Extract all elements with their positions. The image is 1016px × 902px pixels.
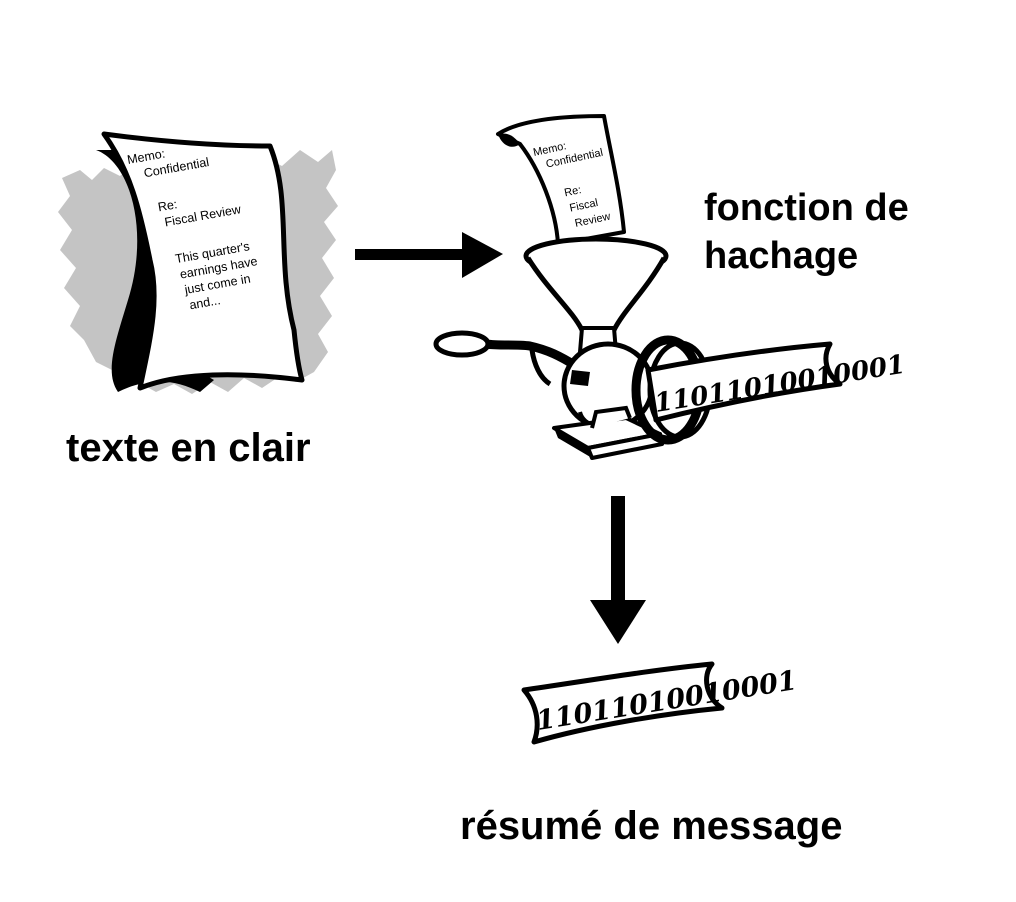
document-line-1: Memo:	[126, 147, 166, 167]
hash-function-label: fonction de hachage	[704, 184, 909, 280]
meat-grinder-icon: Memo: Confidential Re: Fiscal Review	[433, 114, 907, 460]
grinder-paper-line-3: Re:	[563, 184, 582, 199]
document-line-3: Re:	[157, 197, 179, 214]
message-digest-label: résumé de message	[460, 804, 843, 848]
hash-function-label-line-2: hachage	[704, 235, 859, 277]
digest-strip	[521, 661, 725, 745]
document-page	[101, 131, 305, 391]
grinder-paper	[496, 114, 626, 246]
grinder-paper-line-4: Fiscal	[568, 197, 599, 215]
digest-strip-icon: 11011010010001	[521, 661, 799, 745]
plaintext-document: Memo: Confidential Re: Fiscal Review Thi…	[58, 131, 338, 394]
arrow-right	[355, 232, 503, 278]
plaintext-label: texte en clair	[66, 426, 311, 470]
document-line-8: and...	[188, 293, 221, 312]
hash-function-label-line-1: fonction de	[704, 187, 909, 229]
hash-output-strip	[645, 341, 843, 423]
arrow-down	[590, 496, 646, 644]
